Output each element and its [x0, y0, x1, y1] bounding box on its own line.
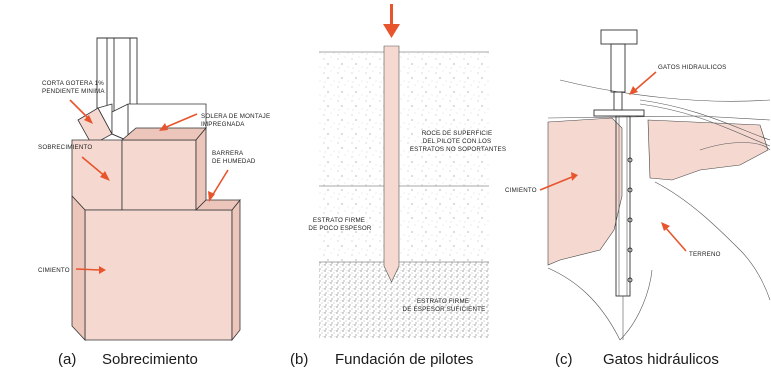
label-cimiento-a: CIMIENTO — [38, 267, 70, 274]
panel-b-pilotes: ROCE DE SUPERFICIE DEL PILOTE CON LOS ES… — [308, 4, 506, 338]
label-barrera: BARRERA DE HUMEDAD — [212, 150, 256, 165]
arrow-barrera — [208, 169, 229, 202]
caption-c-text: Gatos hidráulicos — [603, 351, 719, 368]
label-sobrecimiento: SOBRECIMIENTO — [38, 144, 92, 151]
arrow-gatos — [629, 71, 657, 95]
arrow-sobrecimiento — [81, 156, 110, 181]
label-solera: SOLERA DE MONTAJE IMPREGNADA — [201, 113, 272, 128]
label-terreno: TERRENO — [689, 251, 721, 258]
arrow-terreno — [661, 222, 687, 252]
corta-gotera-shape — [77, 103, 113, 146]
arrow-corta-gotera — [69, 99, 93, 124]
arrow-cimiento-a — [75, 266, 106, 274]
caption-a-letter: (a) — [58, 351, 76, 368]
label-corta-gotera: CORTA GOTERA 1% PENDIENTE MINIMA — [42, 80, 106, 95]
caption-b-letter: (b) — [290, 351, 308, 368]
soil-firm-thick — [319, 262, 489, 338]
soil-firm-thin — [319, 186, 489, 262]
load-arrow — [383, 4, 400, 38]
terrain-lines — [547, 79, 771, 341]
label-estrato-suficiente: ESTRATO FIRME DE ESPESOR SUFICIENTE — [403, 298, 486, 313]
captions: (a) Sobrecimiento (b) Fundación de pilot… — [58, 351, 719, 368]
cimiento-block — [71, 194, 241, 342]
caption-a-text: Sobrecimiento — [102, 351, 198, 368]
sobrecimiento-block — [71, 126, 207, 211]
label-cimiento-c: CIMIENTO — [505, 187, 537, 194]
cimiento-mass — [547, 117, 769, 266]
arrow-cimiento-c — [539, 172, 578, 191]
caption-c-letter: (c) — [555, 351, 573, 368]
pile — [383, 45, 400, 283]
panel-c-gatos: GATOS HIDRAULICOS CIMIENTO TERRENO — [505, 29, 771, 341]
hydraulic-jack — [593, 29, 645, 340]
label-roce: ROCE DE SUPERFICIE DEL PILOTE CON LOS ES… — [410, 130, 506, 153]
panel-a-sobrecimiento: CORTA GOTERA 1% PENDIENTE MINIMA SOLERA … — [38, 37, 272, 342]
label-estrato-poco: ESTRATO FIRME DE POCO ESPESOR — [308, 217, 372, 232]
label-gatos: GATOS HIDRAULICOS — [658, 64, 727, 71]
arrow-solera — [159, 113, 198, 131]
caption-b-text: Fundación de pilotes — [335, 351, 473, 368]
soil-upper — [319, 52, 489, 186]
